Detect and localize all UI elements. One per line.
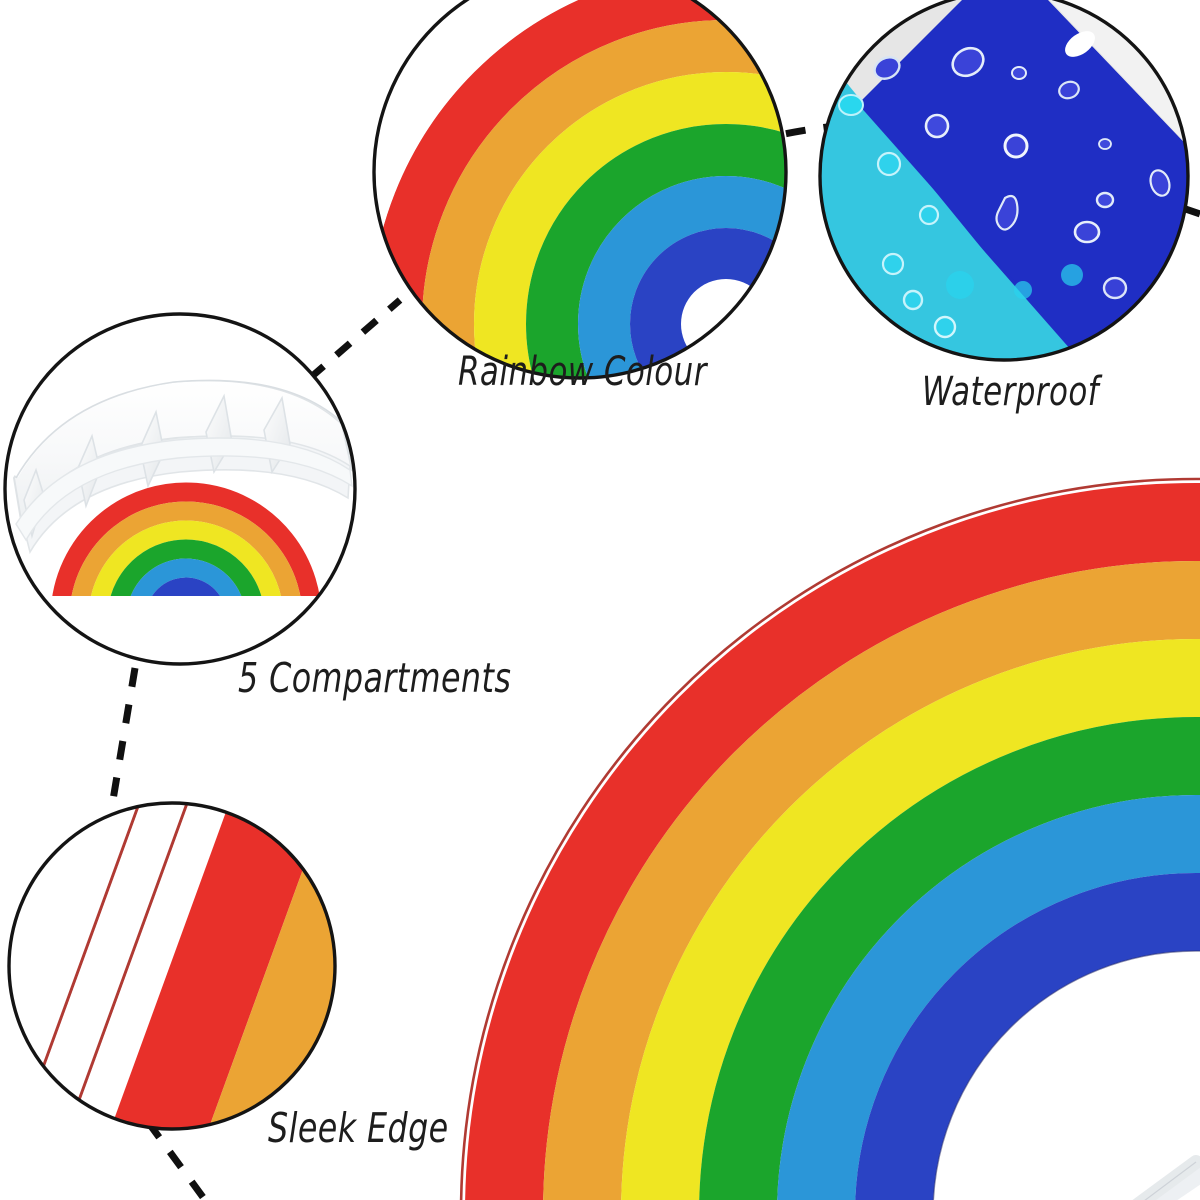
main-product-rainbow bbox=[459, 477, 1200, 1200]
callout-label-five-compartments: 5 Compartments bbox=[238, 654, 512, 702]
divided-tray-icon bbox=[5, 314, 355, 664]
callout-label-waterproof: Waterproof bbox=[922, 369, 1099, 415]
connector-sleek-to-product bbox=[145, 1119, 208, 1200]
callout-ring bbox=[7, 801, 337, 1131]
callout-five-compartments[interactable] bbox=[0, 310, 370, 775]
callout-label-rainbow-colour: Rainbow Colour bbox=[458, 349, 707, 395]
droplet-group-cyan bbox=[838, 94, 1083, 339]
callout-ring bbox=[818, 0, 1190, 362]
droplet-group-dark bbox=[873, 46, 1171, 300]
connector-compartments-to-sleek bbox=[109, 667, 139, 801]
callout-ring bbox=[372, 0, 788, 380]
edge-stripes-icon bbox=[9, 803, 335, 1129]
callout-sleek-edge[interactable] bbox=[0, 719, 479, 1200]
callout-label-sleek-edge: Sleek Edge bbox=[268, 1104, 449, 1152]
callout-ring bbox=[3, 312, 357, 666]
